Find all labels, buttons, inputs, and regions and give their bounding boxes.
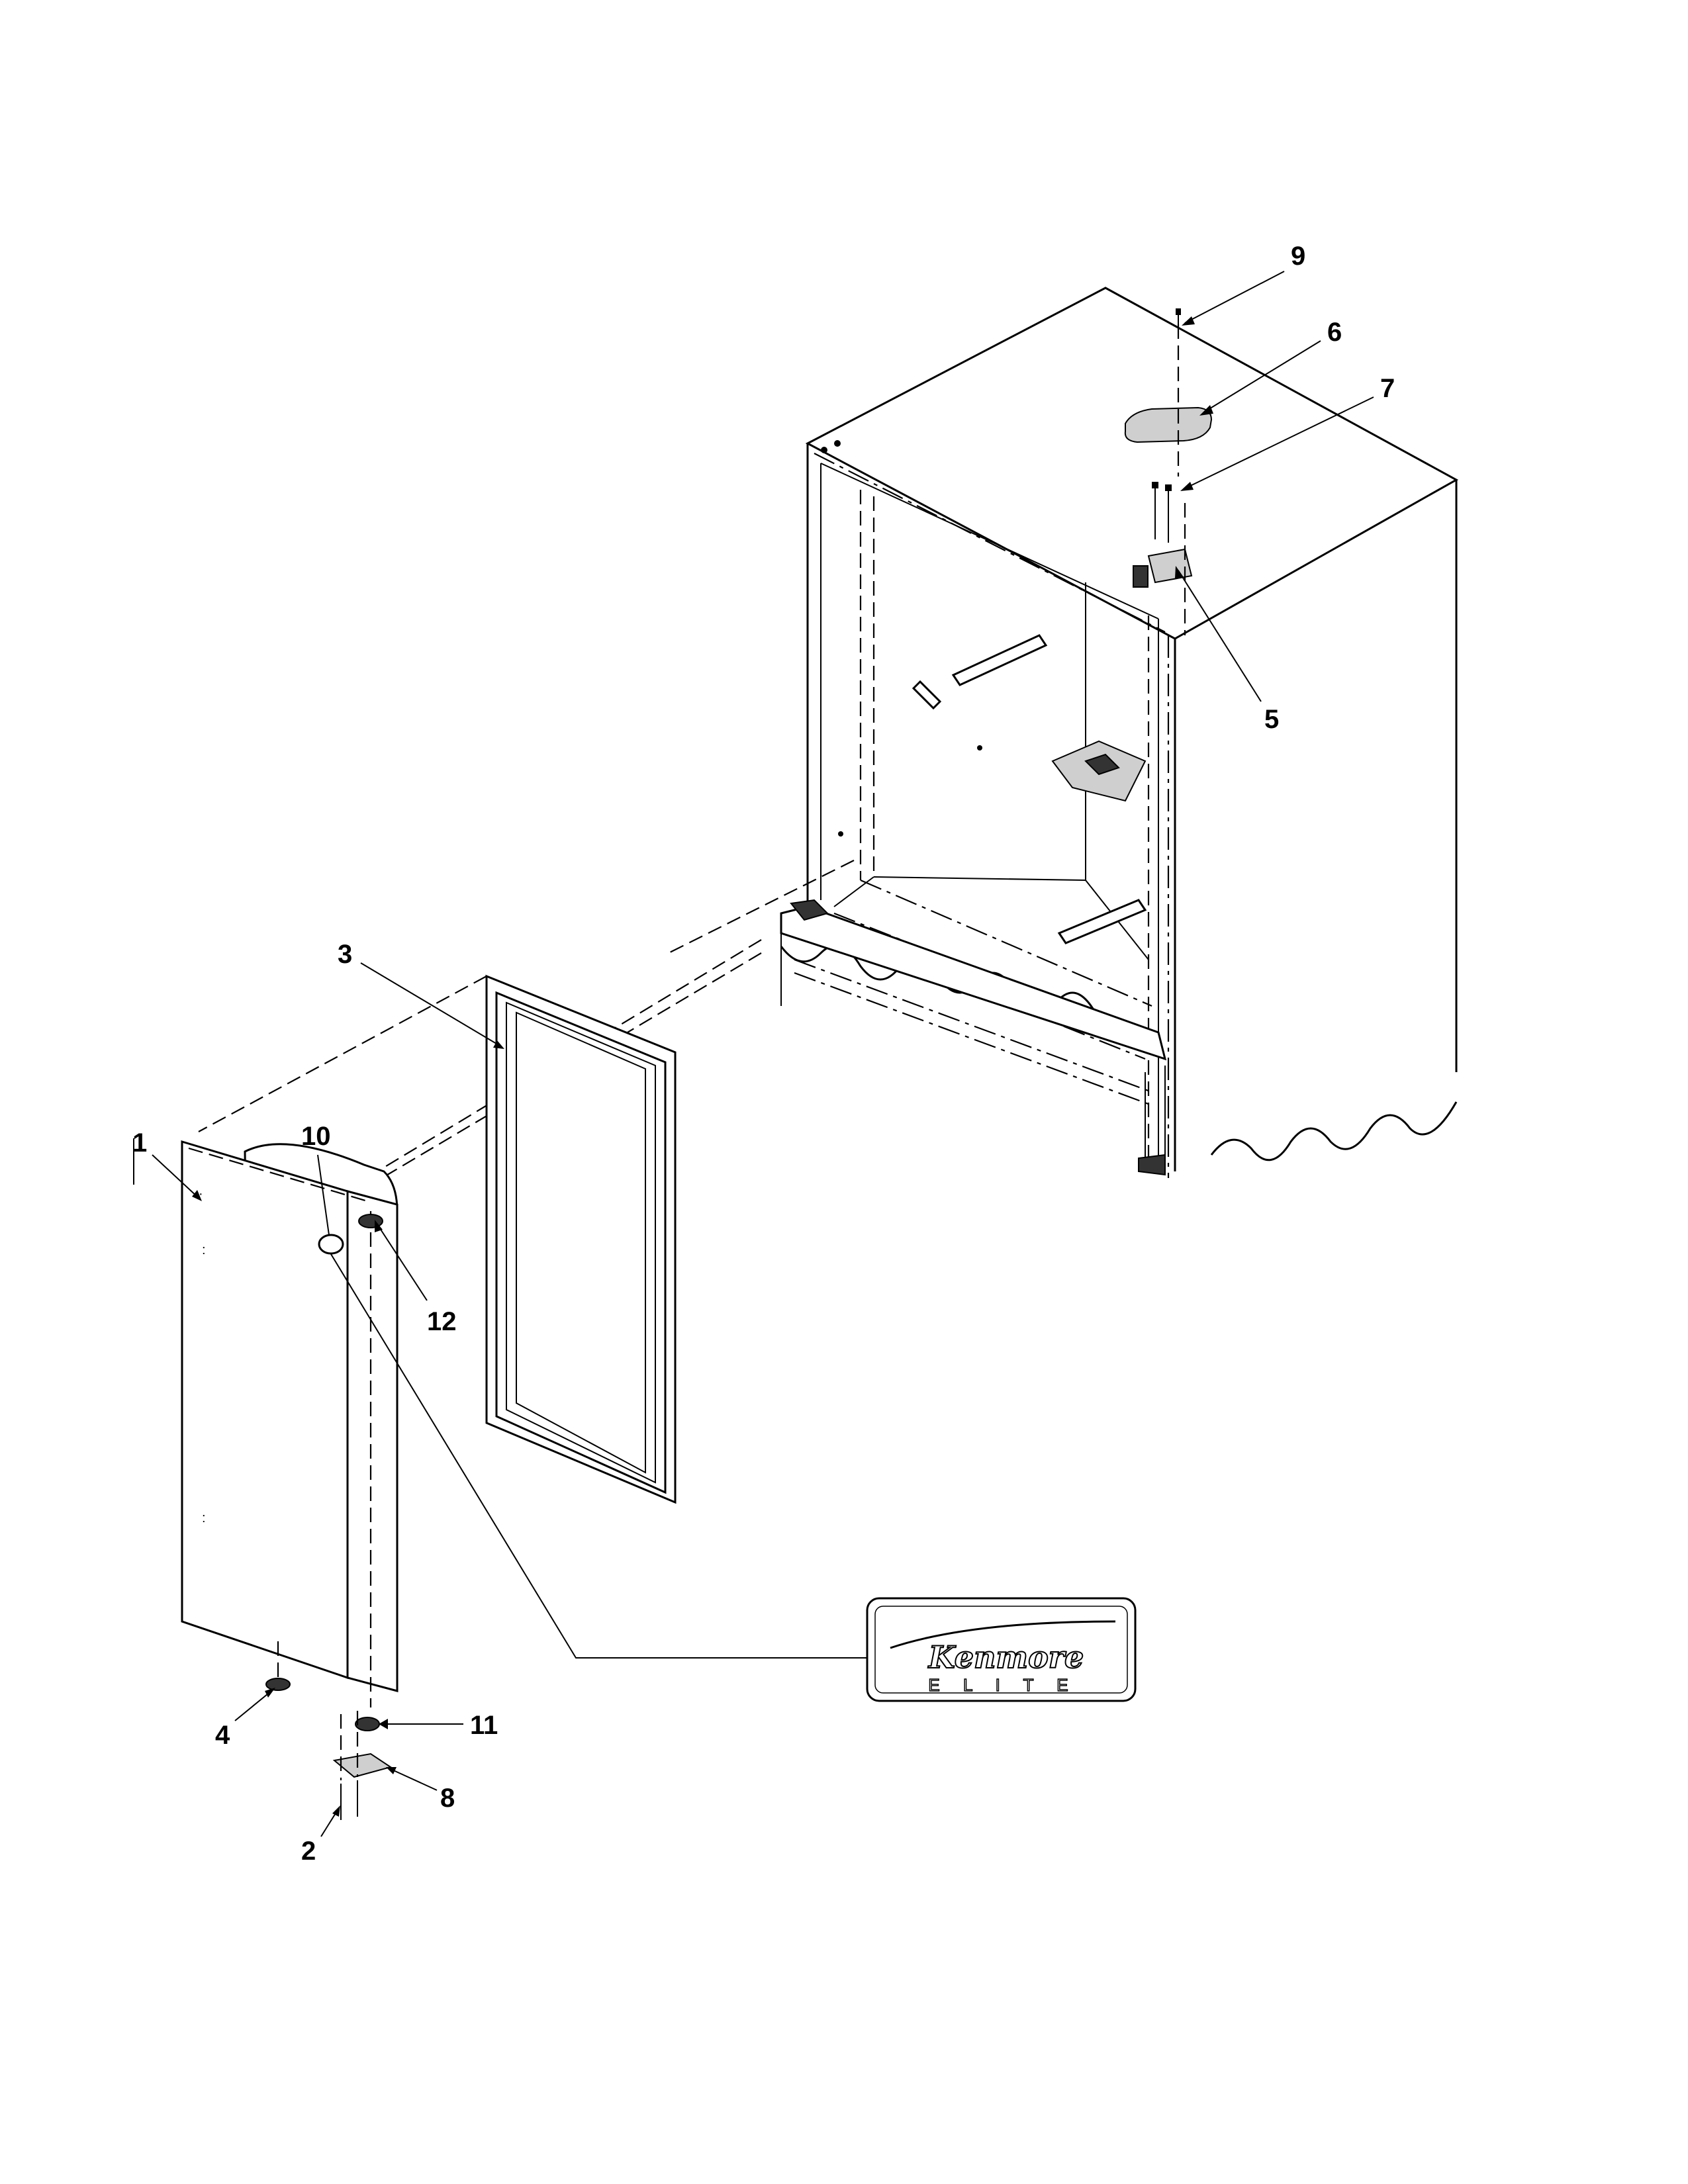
callout-7: 7 [1380,374,1395,403]
svg-text:·: · [199,1187,203,1201]
callout-leaders [152,271,1374,1837]
svg-text::: : [202,1511,206,1525]
callout-4: 4 [215,1721,230,1750]
door-panel: · : : [181,1140,867,1707]
callout-11: 11 [470,1711,498,1740]
kenmore-elite-nameplate: Kenmore E L I T E [866,1597,1137,1702]
callout-3: 3 [338,940,352,969]
nameplate-brand-text: Kenmore [927,1639,1084,1675]
callout-1: 1 [132,1128,147,1158]
svg-text::: : [202,1243,206,1257]
refrigerator-cabinet [780,287,1459,1178]
bottom-hinge-assembly [265,1641,393,1820]
callout-6: 6 [1327,318,1342,347]
callout-9: 9 [1291,242,1305,271]
callout-10-leader [317,1154,330,1236]
callout-labels: 9 6 7 5 3 1 10 12 4 11 8 2 [132,242,1395,1866]
callout-5: 5 [1264,705,1279,734]
callout-10: 10 [301,1122,331,1151]
callout-8: 8 [440,1784,455,1813]
nameplate-elite-text: E L I T E [928,1675,1077,1695]
callout-2: 2 [301,1837,316,1866]
callout-12: 12 [427,1307,457,1336]
door-gasket [485,974,677,1504]
